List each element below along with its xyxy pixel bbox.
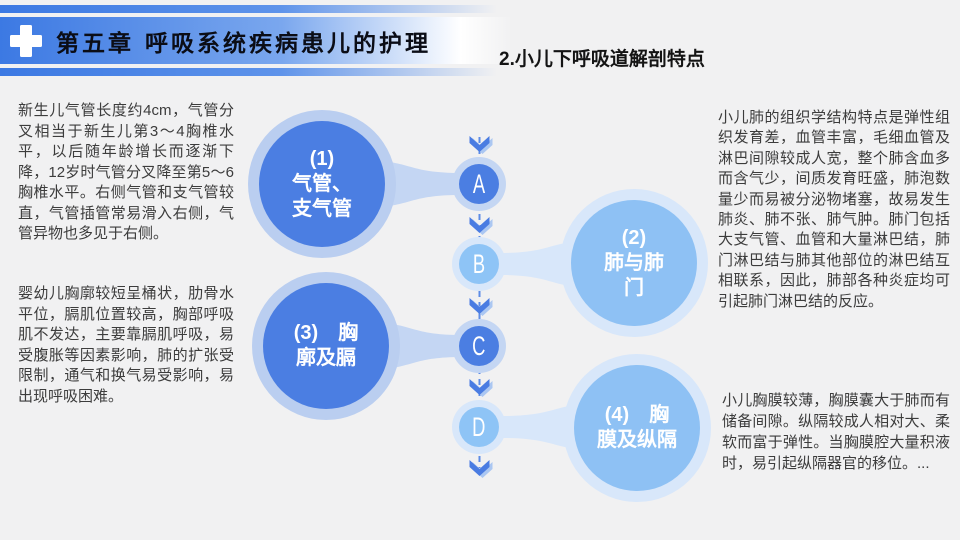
page-subtitle: 2.小儿下呼吸道解剖特点 (499, 49, 705, 70)
left-paragraph-chest: 婴幼儿胸廓较短呈桶状，肋骨水平位，膈肌位置较高，胸部呼吸肌不发达，主要靠膈肌呼吸… (18, 285, 234, 405)
timeline-node-letter: B (472, 248, 486, 279)
connector-nodeB-circle2 (498, 240, 592, 288)
topic-circle-label: (2) 肺与肺 门 (604, 226, 664, 299)
chapter-title: 第五章 呼吸系统疾病患儿的护理 (56, 29, 432, 57)
topic-circle-label: (3) 胸 廓及膈 (293, 322, 359, 369)
timeline-node-a: A (459, 164, 499, 204)
right-paragraph-pleura: 小儿胸膜较薄，胸膜囊大于肺而有储备间隙。纵隔较成人相对大、柔软而富于弹性。当胸膜… (722, 392, 950, 472)
topic-circle-thorax-diaphragm: (3) 胸 廓及膈 (263, 283, 389, 409)
medical-cross-icon (8, 23, 44, 59)
connector-circle3-nodeC (372, 322, 464, 370)
left-paragraph-trachea: 新生儿气管长度约4cm，气管分叉相当于新生儿第3～4胸椎水平，以后随年龄增长而逐… (18, 102, 234, 242)
topic-circle-lung-hilum: (2) 肺与肺 门 (571, 200, 697, 326)
timeline-node-c: C (459, 326, 499, 366)
timeline-node-b: B (459, 244, 499, 284)
timeline-node-letter: C (472, 330, 486, 361)
chevron-down-icon (469, 136, 493, 154)
header-accent-bar-top (0, 5, 507, 13)
chevron-down-icon (469, 217, 493, 235)
header-bar: 第五章 呼吸系统疾病患儿的护理 (0, 17, 512, 64)
connector-circle1-nodeA (368, 160, 462, 208)
header-accent-bar-bottom (0, 68, 507, 76)
topic-circle-trachea: (1) 气管、 支气管 (259, 121, 385, 247)
chevron-down-icon (469, 298, 493, 316)
right-paragraph-lung: 小儿肺的组织学结构特点是弹性组织发育差，血管丰富，毛细血管及淋巴间隙较成人宽，整… (718, 109, 950, 310)
timeline-node-letter: A (472, 168, 486, 199)
topic-circle-pleura-mediastinum: (4) 胸 膜及纵隔 (574, 365, 700, 491)
timeline-node-d: D (459, 407, 499, 447)
chevron-down-icon (469, 379, 493, 397)
topic-circle-label: (1) 气管、 支气管 (292, 147, 352, 220)
topic-circle-label: (4) 胸 膜及纵隔 (597, 404, 677, 451)
timeline-node-letter: D (472, 411, 486, 442)
connector-nodeD-circle4 (500, 403, 596, 451)
chevron-down-icon (469, 460, 493, 478)
